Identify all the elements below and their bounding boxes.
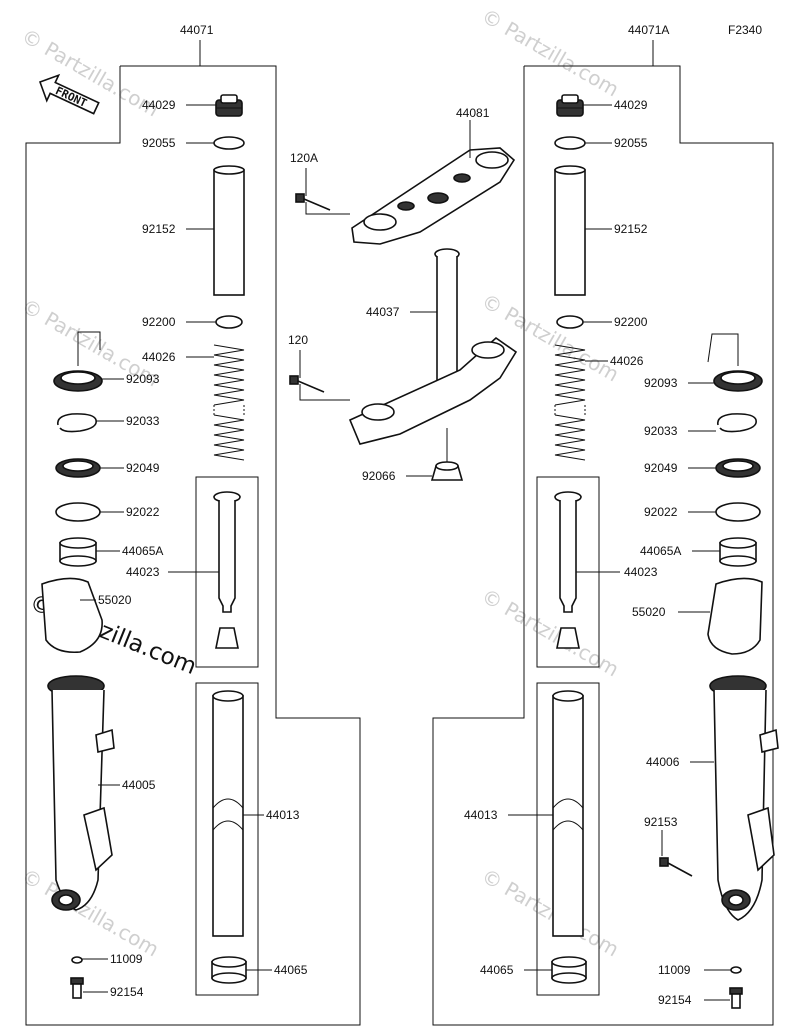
label-left-dust-seal: 92093 <box>126 372 160 386</box>
left-cover <box>41 577 103 654</box>
label-upper-bracket: 44081 <box>456 106 490 120</box>
label-right-clip: 92033 <box>644 424 678 438</box>
left-cylinder <box>213 491 241 649</box>
right-assembly-number: 44071A <box>628 23 669 37</box>
label-right-spring: 44026 <box>610 354 644 368</box>
left-bolt <box>70 977 84 999</box>
left-oil-seal <box>55 458 101 478</box>
right-leader-lines <box>508 104 739 1001</box>
left-tube-box <box>195 682 259 996</box>
left-washer2 <box>55 502 101 522</box>
left-washer <box>215 315 243 329</box>
left-gasket <box>71 956 83 964</box>
right-assembly-outline <box>432 65 774 1026</box>
label-left-bush2: 44065 <box>274 963 308 977</box>
left-assembly-outline <box>25 65 361 1026</box>
label-right-cap: 44029 <box>614 98 648 112</box>
right-bolt <box>729 987 743 1009</box>
left-bush2 <box>211 956 247 984</box>
label-right-bush1: 44065A <box>640 544 681 558</box>
right-washer2 <box>715 502 761 522</box>
label-right-oil-seal: 92049 <box>644 461 678 475</box>
stem-seal <box>430 461 464 481</box>
left-spacer <box>213 165 245 296</box>
left-spring <box>213 344 245 461</box>
label-right-cover: 55020 <box>632 605 666 619</box>
right-bush2 <box>551 956 587 984</box>
left-inner-tube <box>212 690 244 937</box>
label-right-spacer: 92152 <box>614 222 648 236</box>
right-clip <box>716 413 757 433</box>
left-leader-lines <box>77 104 272 993</box>
label-left-oil-seal: 92049 <box>126 461 160 475</box>
watermark-layer: © Partzilla.com © Partzilla.com © Partzi… <box>18 4 624 962</box>
right-cap <box>556 94 584 117</box>
left-dust-seal <box>53 370 103 392</box>
label-left-washer: 92200 <box>142 315 176 329</box>
bolt-upper <box>295 193 331 211</box>
label-left-oring: 92055 <box>142 136 176 150</box>
upper-bracket <box>351 147 516 245</box>
label-right-gasket: 11009 <box>658 963 691 977</box>
right-spacer <box>554 165 586 296</box>
label-right-washer: 92200 <box>614 315 648 329</box>
stem <box>348 248 518 445</box>
right-spring <box>554 344 586 461</box>
figure-code: F2340 <box>728 23 762 37</box>
label-left-spacer: 92152 <box>142 222 176 236</box>
label-left-inner-tube: 44013 <box>266 808 300 822</box>
left-clip <box>56 413 97 433</box>
left-labels: 44029 92055 92152 92200 44026 92093 9203… <box>98 98 308 999</box>
label-right-oring: 92055 <box>614 136 648 150</box>
label-left-spring: 44026 <box>142 350 176 364</box>
right-tube-box <box>536 682 600 996</box>
label-bolt-lower: 120 <box>288 333 308 347</box>
right-cover <box>707 577 763 655</box>
label-right-washer2: 92022 <box>644 505 678 519</box>
label-left-gasket: 11009 <box>110 952 143 966</box>
right-gasket <box>730 966 742 974</box>
label-right-dust-seal: 92093 <box>644 376 678 390</box>
right-oring <box>554 136 586 150</box>
label-left-cylinder: 44023 <box>126 565 160 579</box>
label-stem-seal: 92066 <box>362 469 396 483</box>
front-label: FRONT <box>53 84 89 110</box>
label-left-bolt: 92154 <box>110 985 144 999</box>
label-bolt-upper: 120A <box>290 151 318 165</box>
label-right-bush2: 44065 <box>480 963 514 977</box>
right-labels: 44029 92055 92152 92200 44026 92093 9203… <box>464 98 692 1007</box>
label-right-outer-tube: 44006 <box>646 755 680 769</box>
label-right-cylinder: 44023 <box>624 565 658 579</box>
watermark: © Partzilla.com <box>478 864 624 962</box>
left-cap <box>215 94 243 117</box>
right-cylinder <box>554 491 582 649</box>
left-bush1 <box>59 537 97 567</box>
label-left-cap: 44029 <box>142 98 176 112</box>
label-left-cover: 55020 <box>98 593 132 607</box>
center-leader-lines <box>299 120 471 477</box>
right-washer <box>556 315 584 329</box>
label-left-washer2: 92022 <box>126 505 160 519</box>
label-stem: 44037 <box>366 305 400 319</box>
right-outer-tube <box>709 675 779 921</box>
watermark: © Partzilla.com <box>478 4 624 102</box>
left-assembly-number: 44071 <box>180 23 214 37</box>
label-left-bush1: 44065A <box>122 544 163 558</box>
right-axle-bolt <box>659 857 693 877</box>
right-oil-seal <box>715 458 761 478</box>
right-bush1 <box>719 537 757 567</box>
label-right-axle-bolt: 92153 <box>644 815 678 829</box>
label-left-outer-tube: 44005 <box>122 778 156 792</box>
right-inner-tube <box>552 690 584 937</box>
label-left-clip: 92033 <box>126 414 160 428</box>
bolt-lower <box>289 375 325 393</box>
right-dust-seal <box>713 370 763 392</box>
left-outer-tube <box>47 675 115 911</box>
label-right-inner-tube: 44013 <box>464 808 498 822</box>
left-oring <box>213 136 245 150</box>
center-labels: 44081 120A 44037 120 92066 <box>288 106 490 483</box>
label-right-bolt: 92154 <box>658 993 692 1007</box>
